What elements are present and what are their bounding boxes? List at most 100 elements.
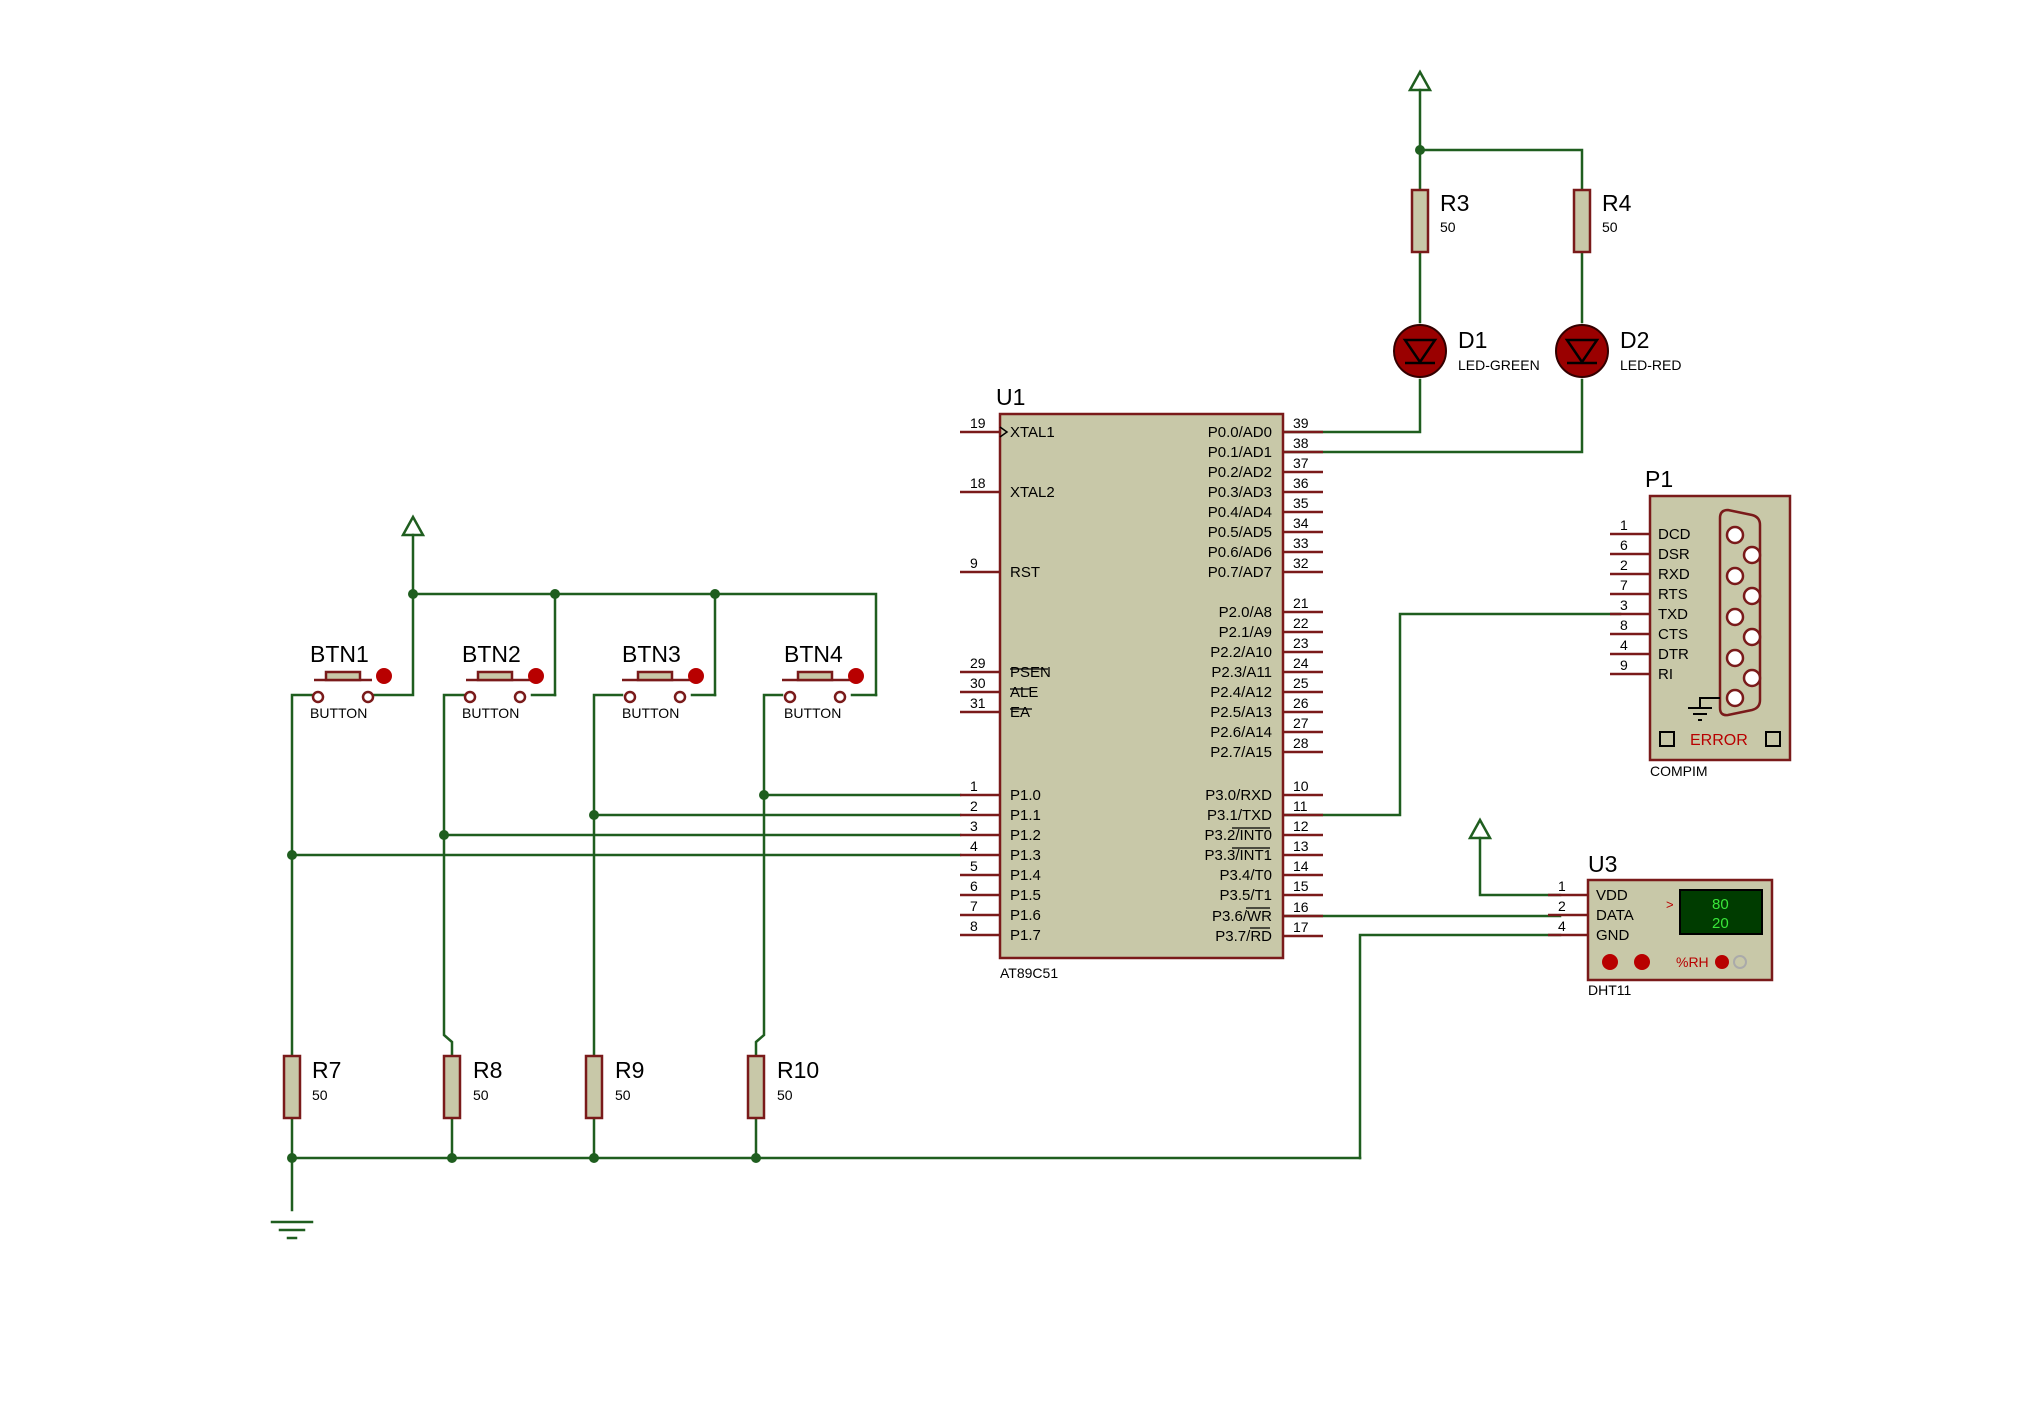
u1-pin-number: 23 bbox=[1293, 635, 1309, 651]
lcd-top-value: 80 bbox=[1712, 896, 1729, 913]
u1-pin-name: P0.0/AD0 bbox=[1208, 424, 1272, 441]
u1-pin-name: XTAL2 bbox=[1010, 484, 1055, 501]
decrement-icon[interactable] bbox=[1602, 954, 1618, 970]
resistor-r3[interactable]: R3 50 bbox=[1410, 188, 1469, 254]
power-terminal-buttons bbox=[400, 514, 426, 537]
u1-pin-name: P1.5 bbox=[1010, 887, 1041, 904]
p1-pin-number: 8 bbox=[1620, 617, 1628, 633]
toggle-icon[interactable] bbox=[1715, 955, 1729, 969]
resistor-ref: R7 bbox=[312, 1057, 341, 1083]
led-d1[interactable]: D1 LED-GREEN bbox=[1393, 324, 1540, 378]
u1-pin-number: 25 bbox=[1293, 675, 1309, 691]
gear-icon bbox=[1733, 955, 1747, 969]
p1-pin-name: DTR bbox=[1658, 646, 1689, 663]
led-ref: D1 bbox=[1458, 327, 1487, 353]
u1-pin-name: P0.1/AD1 bbox=[1208, 444, 1272, 461]
button-btn3[interactable]: BTN3 BUTTON bbox=[622, 641, 704, 721]
junctions bbox=[287, 145, 1425, 1163]
resistor-ref: R4 bbox=[1602, 190, 1632, 216]
led-type: LED-RED bbox=[1620, 357, 1681, 373]
u1-pin-number: 28 bbox=[1293, 735, 1309, 751]
lcd-arrow: > bbox=[1666, 897, 1674, 912]
u1-pin-name: P0.6/AD6 bbox=[1208, 544, 1272, 561]
u1-pin-name: EA bbox=[1010, 704, 1030, 721]
u1-pin-number: 14 bbox=[1293, 858, 1309, 874]
u1-pin-name: P0.7/AD7 bbox=[1208, 564, 1272, 581]
u1-pin-number: 10 bbox=[1293, 778, 1309, 794]
u1-pin-name: P3.7/RD bbox=[1215, 928, 1272, 945]
p1-pin-number: 3 bbox=[1620, 597, 1628, 613]
u1-pin-number: 17 bbox=[1293, 919, 1309, 935]
u1-pin-number: 13 bbox=[1293, 838, 1309, 854]
u1-pin-name: PSEN bbox=[1010, 664, 1051, 681]
u3-type: DHT11 bbox=[1588, 982, 1632, 998]
p1-pin-name: DSR bbox=[1658, 546, 1690, 563]
u1-pin-number: 29 bbox=[970, 655, 986, 671]
resistor-r10[interactable]: R10 50 bbox=[746, 1054, 819, 1120]
u1-pin-number: 15 bbox=[1293, 878, 1309, 894]
u1-pin-number: 24 bbox=[1293, 655, 1309, 671]
u1-pin-number: 19 bbox=[970, 415, 986, 431]
u1-left-pins: 19XTAL118XTAL29RST29PSEN30ALE31EA1P1.02P… bbox=[960, 415, 1055, 944]
p1-pin-name: TXD bbox=[1658, 606, 1688, 623]
p1-pin-number: 2 bbox=[1620, 557, 1628, 573]
u1-pin-name: P1.1 bbox=[1010, 807, 1041, 824]
u1-pin-name: P3.6/WR bbox=[1212, 908, 1272, 925]
p1-pin-name: RI bbox=[1658, 666, 1673, 683]
u1-pin-name: P2.3/A11 bbox=[1211, 664, 1272, 681]
resistor-ref: R3 bbox=[1440, 190, 1469, 216]
u3-pin-number: 1 bbox=[1558, 878, 1566, 894]
microcontroller-u1[interactable]: U1 AT89C51 19XTAL118XTAL29RST29PSEN30ALE… bbox=[960, 384, 1323, 981]
u1-pin-number: 37 bbox=[1293, 455, 1309, 471]
u1-pin-number: 22 bbox=[1293, 615, 1309, 631]
led-type: LED-GREEN bbox=[1458, 357, 1540, 373]
lcd-display bbox=[1679, 889, 1763, 935]
u1-pin-name: P0.2/AD2 bbox=[1208, 464, 1272, 481]
led-d2[interactable]: D2 LED-RED bbox=[1555, 324, 1681, 378]
increment-icon[interactable] bbox=[1634, 954, 1650, 970]
u1-pin-name: P3.5/T1 bbox=[1219, 887, 1272, 904]
u1-pin-number: 36 bbox=[1293, 475, 1309, 491]
u1-pin-number: 21 bbox=[1293, 595, 1309, 611]
resistor-value: 50 bbox=[615, 1087, 631, 1103]
p1-pin-number: 6 bbox=[1620, 537, 1628, 553]
clock-marker-icon bbox=[999, 426, 1009, 438]
unit-label: %RH bbox=[1676, 954, 1709, 970]
button-btn1[interactable]: BTN1 BUTTON bbox=[310, 641, 392, 721]
p1-pin-number: 7 bbox=[1620, 577, 1628, 593]
p1-pin-number: 1 bbox=[1620, 517, 1628, 533]
button-type: BUTTON bbox=[310, 705, 367, 721]
u1-pin-name: P2.5/A13 bbox=[1210, 704, 1272, 721]
u1-pin-name: ALE bbox=[1010, 684, 1038, 701]
u1-pin-number: 5 bbox=[970, 858, 978, 874]
resistor-r7[interactable]: R7 50 bbox=[282, 1054, 341, 1120]
p1-ref: P1 bbox=[1645, 466, 1673, 492]
resistor-r9[interactable]: R9 50 bbox=[584, 1054, 644, 1120]
button-btn2[interactable]: BTN2 BUTTON bbox=[462, 641, 544, 721]
p1-pin-name: RTS bbox=[1658, 586, 1688, 603]
u1-pin-name: P3.0/RXD bbox=[1205, 787, 1272, 804]
u3-pin-name: DATA bbox=[1596, 907, 1634, 924]
u1-pin-number: 8 bbox=[970, 918, 978, 934]
u1-pin-name: P2.1/A9 bbox=[1219, 624, 1272, 641]
ground-symbol bbox=[270, 1220, 314, 1240]
u1-pin-name: P0.3/AD3 bbox=[1208, 484, 1272, 501]
resistor-r4[interactable]: R4 50 bbox=[1572, 188, 1632, 254]
u1-pin-number: 31 bbox=[970, 695, 986, 711]
p1-status: ERROR bbox=[1690, 732, 1748, 749]
u1-pin-number: 7 bbox=[970, 898, 978, 914]
resistor-r8[interactable]: R8 50 bbox=[442, 1054, 502, 1120]
u1-pin-name: P3.1/TXD bbox=[1207, 807, 1272, 824]
button-ref: BTN2 bbox=[462, 641, 521, 667]
u1-pin-name: P3.2/INT0 bbox=[1204, 827, 1272, 844]
serial-port-p1[interactable]: P1 COMPIM ERROR 1DCD6DSR2RXD7RTS3TXD8CTS… bbox=[1610, 466, 1792, 779]
u1-pin-name: P1.6 bbox=[1010, 907, 1041, 924]
u1-pin-number: 33 bbox=[1293, 535, 1309, 551]
u1-pin-number: 26 bbox=[1293, 695, 1309, 711]
button-btn4[interactable]: BTN4 BUTTON bbox=[782, 641, 864, 721]
u1-pin-name: P2.4/A12 bbox=[1210, 684, 1272, 701]
resistor-ref: R10 bbox=[777, 1057, 819, 1083]
